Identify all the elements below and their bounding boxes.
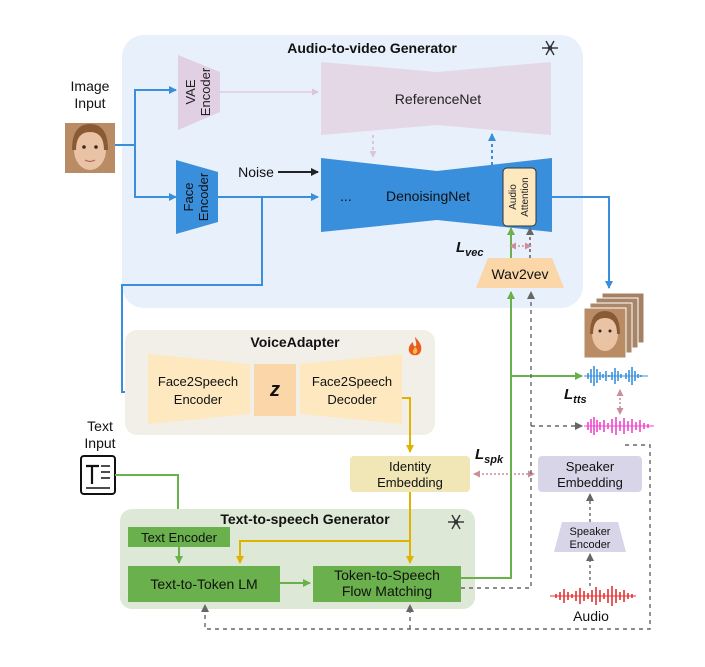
face2speech-decoder-block	[300, 354, 402, 424]
face2speech-encoder-block	[148, 354, 250, 424]
text-encoder-label: Text Encoder	[141, 530, 218, 545]
denoising-to-video-arrow	[552, 196, 613, 289]
denoisingnet-block	[321, 158, 552, 232]
l-spk-label: Lspk	[475, 446, 504, 466]
vae-encoder-label-1: VAE	[183, 79, 198, 104]
f2s-decoder-label-2: Decoder	[327, 392, 377, 407]
referencenet-block	[321, 62, 551, 135]
target-waveform-icon	[584, 417, 654, 435]
decoder-to-identity-arrow	[402, 397, 414, 453]
identity-to-lm-arrow	[236, 540, 410, 564]
tts-title: Text-to-speech Generator	[220, 511, 390, 527]
text-encoder-block	[128, 527, 230, 547]
image-to-face-arrow	[115, 144, 177, 201]
text-document-icon	[80, 455, 116, 495]
snowflake-icon	[542, 40, 558, 56]
face-image-icon	[65, 123, 115, 173]
vae-encoder-block	[178, 55, 220, 130]
text-to-encoder-arrow	[115, 474, 182, 526]
wav2vev-block	[476, 258, 564, 288]
speaker-encoder-label-1: Speaker	[570, 526, 611, 538]
f2s-decoder-label-1: Face2Speech	[312, 374, 392, 389]
fire-icon	[408, 337, 422, 356]
f2s-encoder-label-1: Face2Speech	[158, 374, 238, 389]
latent-z-block	[254, 364, 296, 416]
l-tts-label: Ltts	[564, 386, 587, 406]
denoisingnet-label: DenoisingNet	[386, 188, 470, 204]
image-input-label-2: Input	[74, 95, 105, 111]
token-to-speech-flow-block	[313, 566, 461, 602]
denoising-ellipsis: ...	[340, 188, 352, 204]
reference-audio-waveform-icon	[550, 586, 636, 606]
face-encoder-label-1: Face	[181, 183, 196, 212]
voice-adapter-title: VoiceAdapter	[250, 334, 340, 350]
face-encoder-label-2: Encoder	[196, 172, 211, 221]
vae-encoder-label-2: Encoder	[198, 67, 213, 116]
l-vec-label: Lvec	[456, 239, 484, 259]
identity-label-1: Identity	[389, 459, 431, 474]
identity-label-2: Embedding	[377, 475, 443, 490]
image-input-label-1: Image	[71, 78, 110, 94]
flow-label-1: Token-to-Speech	[334, 567, 440, 583]
text-input-label-1: Text	[87, 418, 113, 434]
face-encoder-block	[176, 160, 218, 234]
f2s-encoder-label-2: Encoder	[174, 392, 223, 407]
flow-to-speech-arrow	[461, 372, 583, 579]
output-video-frames-icon	[583, 292, 645, 359]
snowflake-icon	[448, 514, 464, 530]
speaker-embedding-label-1: Speaker	[566, 459, 615, 474]
speaker-encoder-block	[554, 522, 626, 552]
referencenet-label: ReferenceNet	[395, 91, 481, 107]
audio-label: Audio	[573, 608, 609, 624]
audio-dashed-to-wav2vev	[461, 291, 535, 589]
wav2vev-label: Wav2vev	[491, 266, 548, 282]
noise-label: Noise	[238, 164, 274, 180]
flow-label-2: Flow Matching	[342, 583, 432, 599]
latent-z-label: z	[269, 379, 280, 401]
speaker-embedding-block	[538, 456, 642, 492]
speaker-encoder-label-2: Encoder	[570, 539, 611, 551]
speaker-embedding-label-2: Embedding	[557, 475, 623, 490]
audio-dashed-loop	[201, 444, 651, 630]
a2v-title: Audio-to-video Generator	[287, 40, 457, 56]
generated-waveform-icon	[584, 366, 648, 386]
text-to-token-lm-block	[128, 566, 280, 602]
audio-attention-block	[502, 167, 537, 227]
audio-attention-label-1: Audio	[508, 184, 519, 210]
text-input-label-2: Input	[84, 435, 115, 451]
text-to-token-lm-label: Text-to-Token LM	[150, 576, 257, 592]
audio-attention-label-2: Attention	[520, 177, 531, 216]
identity-embedding-block	[350, 456, 470, 492]
